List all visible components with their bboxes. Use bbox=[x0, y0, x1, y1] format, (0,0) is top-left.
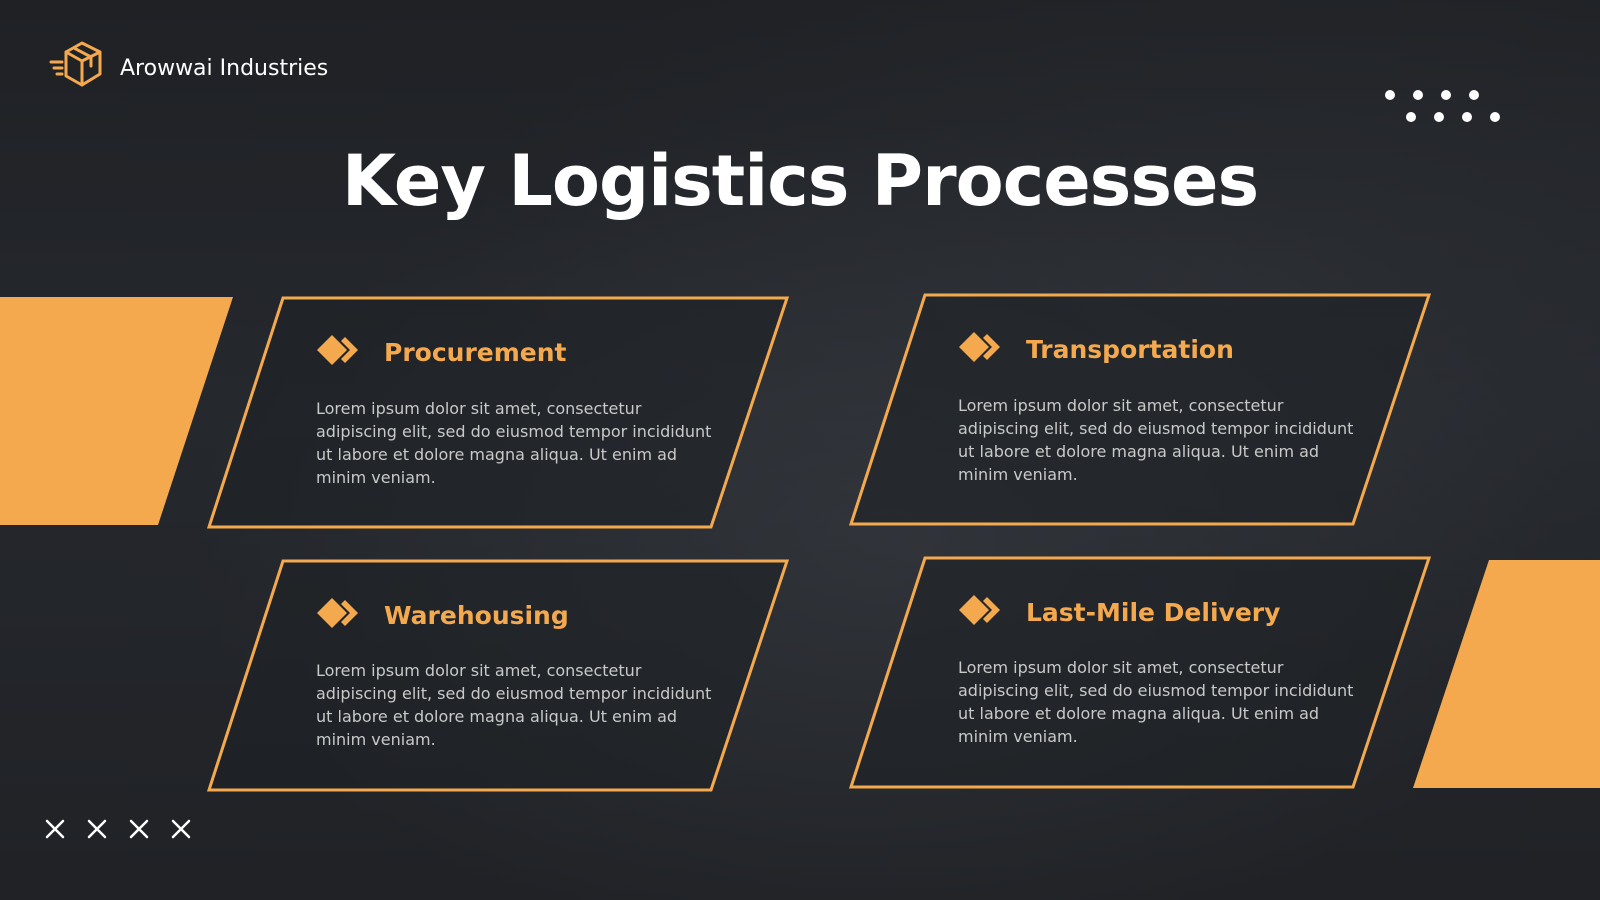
page-title: Key Logistics Processes bbox=[341, 140, 1259, 222]
cross-icon bbox=[45, 819, 65, 839]
cross-icon bbox=[171, 819, 191, 839]
card-header-last-mile-delivery: Last-Mile Delivery bbox=[958, 593, 1280, 631]
card-title: Transportation bbox=[1026, 334, 1234, 364]
card-frame-transportation bbox=[848, 293, 1432, 526]
card-header-transportation: Transportation bbox=[958, 330, 1234, 368]
cross-pattern bbox=[44, 818, 192, 840]
card-header-warehousing: Warehousing bbox=[316, 596, 569, 634]
card-frame-warehousing bbox=[206, 559, 790, 792]
card-title: Procurement bbox=[384, 337, 567, 367]
accent-band-right bbox=[1413, 560, 1600, 788]
brand-name: Arowwai Industries bbox=[120, 55, 329, 81]
card-body: Lorem ipsum dolor sit amet, consectetur … bbox=[316, 399, 712, 487]
card-body: Lorem ipsum dolor sit amet, consectetur … bbox=[958, 658, 1354, 746]
card-frame-procurement bbox=[206, 296, 790, 529]
double-diamond-icon bbox=[316, 596, 360, 634]
card-frame-last-mile-delivery bbox=[848, 556, 1432, 789]
brand: Arowwai Industries bbox=[48, 40, 329, 96]
cross-icon bbox=[87, 819, 107, 839]
card-title: Last-Mile Delivery bbox=[1026, 597, 1281, 627]
dot-pattern-icon bbox=[1385, 90, 1500, 122]
box-icon bbox=[48, 40, 104, 96]
card-body: Lorem ipsum dolor sit amet, consectetur … bbox=[316, 661, 712, 749]
card-header-procurement: Procurement bbox=[316, 333, 566, 371]
card-title: Warehousing bbox=[384, 600, 569, 630]
double-diamond-icon bbox=[316, 333, 360, 371]
cross-icon bbox=[129, 819, 149, 839]
double-diamond-icon bbox=[958, 593, 1002, 631]
accent-band-left bbox=[0, 297, 233, 525]
card-body: Lorem ipsum dolor sit amet, consectetur … bbox=[958, 396, 1354, 484]
double-diamond-icon bbox=[958, 330, 1002, 368]
